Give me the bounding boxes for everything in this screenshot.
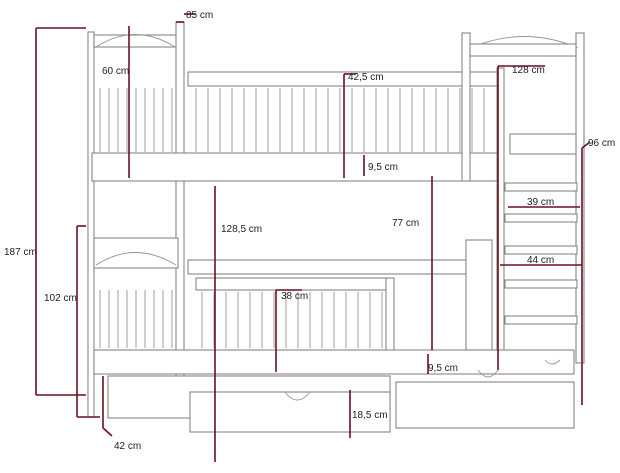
- label-ladder-step-width: 39 cm: [527, 197, 554, 208]
- label-height-lower-post: 102 cm: [44, 293, 77, 304]
- label-upper-mattress: 9,5 cm: [368, 162, 398, 173]
- label-ladder-width: 44 cm: [527, 255, 554, 266]
- label-depth: 85 cm: [186, 10, 213, 21]
- dimension-lines: [35, 13, 591, 462]
- dimension-labels: 187 cm 102 cm 85 cm 60 cm 42,5 cm 9,5 cm…: [4, 10, 615, 452]
- label-height-total: 187 cm: [4, 247, 37, 258]
- label-lower-mattress: 9,5 cm: [428, 363, 458, 374]
- label-clearance: 77 cm: [392, 218, 419, 229]
- label-drawer-depth: 42 cm: [114, 441, 141, 452]
- label-drawer-height: 18,5 cm: [352, 410, 388, 421]
- label-upper-rail-height: 42,5 cm: [348, 72, 384, 83]
- label-lower-rail-height: 38 cm: [281, 291, 308, 302]
- bunk-bed-outline: [87, 21, 585, 433]
- label-ladder-height: 128 cm: [512, 65, 545, 76]
- label-width: 96 cm: [588, 138, 615, 149]
- label-height-upper-bed: 128,5 cm: [221, 224, 262, 235]
- label-headboard-height: 60 cm: [102, 66, 129, 77]
